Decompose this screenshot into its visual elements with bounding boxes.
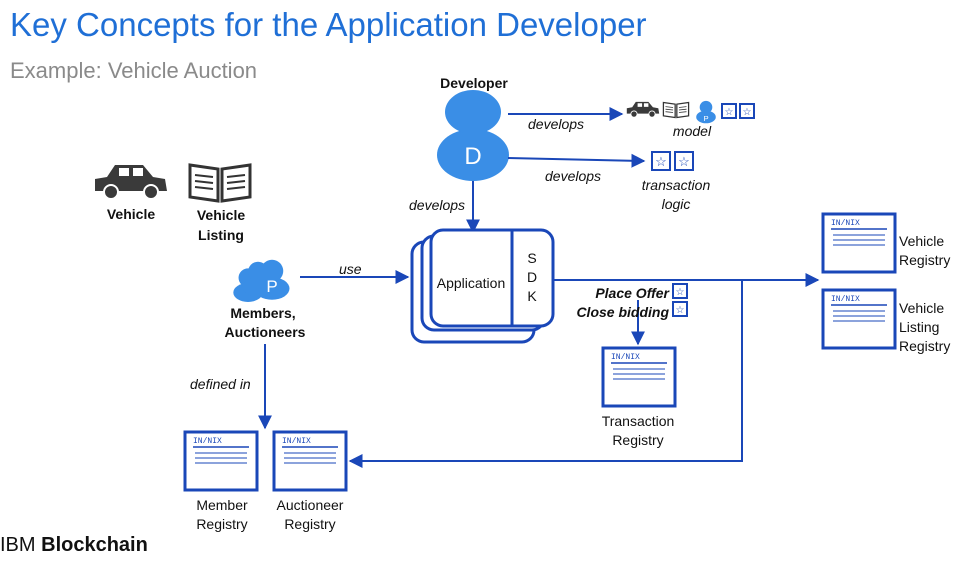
footer-brand-bold: Blockchain: [41, 534, 148, 556]
vehicle-listing-registry-label-3: Registry: [899, 338, 950, 354]
edge-develops-logic-label: develops: [545, 168, 601, 184]
svg-text:☆: ☆: [678, 154, 690, 169]
close-bidding-star-doc-icon: [672, 301, 688, 317]
model-star-doc-icon-1: [721, 103, 737, 119]
vehicle-listing-registry-icon: [821, 288, 897, 350]
auctioneer-registry-label-1: Auctioneer: [277, 497, 344, 513]
transaction-logic-label-1: transaction: [642, 177, 711, 193]
transaction-registry-label-2: Registry: [612, 432, 663, 448]
transaction-logic-label-2: logic: [662, 196, 691, 212]
auctioneer-registry-icon: [272, 430, 348, 492]
auctioneer-registry-label-2: Registry: [284, 516, 335, 532]
participants-label-1: Members,: [230, 305, 295, 321]
model-participant-icon: P: [696, 100, 716, 124]
transaction-logic-icons: ☆ ☆: [651, 151, 694, 171]
participant-letter: P: [266, 277, 277, 296]
developer-letter: D: [464, 143, 481, 170]
member-registry-label-1: Member: [196, 497, 248, 513]
edge-defined-in-label: defined in: [190, 376, 251, 392]
vehicle-registry-label-1: Vehicle: [899, 233, 944, 249]
vehicle-registry-icon: [821, 212, 897, 274]
application-box: [410, 228, 555, 344]
member-registry-icon: [183, 430, 259, 492]
sdk-letter-k: K: [527, 288, 537, 304]
vehicle-listing-registry-label-1: Vehicle: [899, 300, 944, 316]
model-star-doc-icon-2: [739, 103, 755, 119]
footer-brand: IBM Blockchain: [0, 534, 148, 557]
sdk-letter-d: D: [527, 269, 537, 285]
vehicle-listing-book-icon: [188, 163, 252, 203]
vehicle-listing-label-1: Vehicle: [197, 207, 245, 223]
model-icons: P: [626, 100, 755, 124]
page-subtitle: Example: Vehicle Auction: [10, 58, 258, 83]
transaction-registry-label-1: Transaction: [602, 413, 675, 429]
edge-develops-app-label: develops: [409, 197, 465, 213]
member-registry-label-2: Registry: [196, 516, 247, 532]
transaction-registry-icon: [601, 346, 677, 408]
vehicle-car-icon: [94, 164, 168, 200]
application-label: Application: [437, 275, 506, 291]
page-title: Key Concepts for the Application Develop…: [10, 6, 647, 43]
sdk-letter-s: S: [527, 250, 536, 266]
developer-label: Developer: [440, 75, 508, 91]
footer-brand-plain: IBM: [0, 534, 42, 556]
close-bidding-label: Close bidding: [576, 304, 669, 320]
vehicle-listing-label-2: Listing: [198, 227, 244, 243]
model-book-icon: [662, 101, 690, 119]
place-offer-star-doc-icon: [672, 283, 688, 299]
vehicle-registry-label-2: Registry: [899, 252, 950, 268]
edge-use-label: use: [339, 261, 362, 277]
edge-app-to-auctioneer-registry: [348, 280, 743, 468]
edge-develops-logic: [507, 153, 646, 168]
svg-text:P: P: [703, 114, 708, 123]
model-car-icon: [626, 101, 660, 118]
vehicle-label: Vehicle: [107, 206, 155, 222]
developer-icon: D: [437, 90, 509, 181]
svg-text:☆: ☆: [655, 154, 667, 169]
place-offer-label: Place Offer: [595, 285, 670, 301]
participant-icon: P: [233, 259, 290, 302]
model-label: model: [673, 123, 712, 139]
participants-label-2: Auctioneers: [225, 324, 306, 340]
vehicle-listing-registry-label-2: Listing: [899, 319, 939, 335]
edge-develops-model-label: develops: [528, 116, 584, 132]
